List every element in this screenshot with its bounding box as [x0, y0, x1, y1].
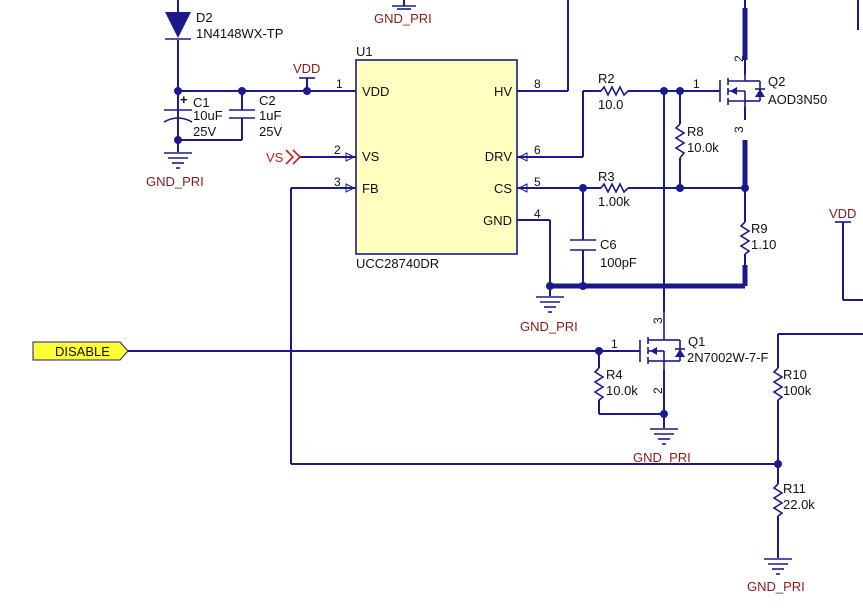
ic-u1-part: UCC28740DR — [356, 256, 439, 271]
mosfet-q2: Q2 AOD3N50 1 2 3 — [693, 55, 827, 133]
resistor-r4: R4 10.0k — [593, 367, 638, 401]
ic-u1-ref: U1 — [356, 44, 373, 59]
resistor-r3: R3 1.00k — [598, 169, 630, 209]
resistor-r8: R8 10.0k — [674, 123, 719, 159]
pin-num-drv: 6 — [534, 143, 541, 157]
q1-body-arrow — [650, 347, 657, 355]
ic-u1-body — [355, 59, 518, 255]
pin-arrow-fb — [345, 183, 356, 193]
vs-net-port: VS — [266, 149, 302, 165]
resistor-r10: R10 100k — [772, 367, 812, 401]
c6-ref: C6 — [600, 237, 617, 252]
pin-num-fb: 3 — [334, 175, 341, 189]
gnd-symbol-c1: GND_PRI — [146, 152, 204, 189]
resistor-r11: R11 22.0k — [772, 481, 815, 517]
capacitor-c1: + C1 10uF 25V — [163, 91, 223, 139]
vdd-label-left: VDD — [293, 61, 320, 76]
gnd-symbol-r11: GND_PRI — [747, 558, 805, 594]
pin-num-vs: 2 — [334, 143, 341, 157]
q2-ref: Q2 — [768, 74, 785, 89]
gnd-symbol-u1: GND_PRI — [520, 296, 578, 334]
gnd-symbol-top: GND_PRI — [374, 5, 432, 26]
c1-polarity: + — [180, 92, 188, 107]
q1-pin-gate: 1 — [611, 337, 618, 351]
q1-value: 2N7002W-7-F — [687, 350, 768, 365]
resistor-r2: R2 10.0 — [598, 71, 629, 112]
pin-name-hv: HV — [494, 84, 512, 99]
vs-port-arrow — [285, 149, 295, 165]
gnd-symbol-q1: GND_PRI — [633, 428, 691, 465]
vs-port-arrow-2 — [292, 149, 302, 165]
pin-name-gnd: GND — [483, 213, 512, 228]
junctions — [174, 87, 782, 468]
capacitor-c6: C6 100pF — [570, 237, 637, 270]
r2-value: 10.0 — [598, 97, 623, 112]
r4-ref: R4 — [606, 367, 623, 382]
r3-ref: R3 — [598, 169, 615, 184]
gnd-label-top: GND_PRI — [374, 11, 432, 26]
ic-u1: U1 UCC28740DR VDD VS FB HV DRV CS GND 1 … — [334, 44, 541, 271]
pin-arrow-drv — [517, 152, 528, 162]
q2-pin-source: 3 — [732, 126, 746, 133]
q2-value: AOD3N50 — [768, 92, 827, 107]
vdd-symbol-left: VDD — [293, 61, 320, 79]
c2-value: 1uF — [259, 108, 281, 123]
pin-name-vs: VS — [362, 149, 380, 164]
gnd-label-u1: GND_PRI — [520, 319, 578, 334]
vs-net-label: VS — [266, 150, 284, 165]
r10-value: 100k — [783, 383, 812, 398]
r4-value: 10.0k — [606, 383, 638, 398]
r11-ref: R11 — [783, 481, 806, 496]
pin-arrow-cs — [517, 183, 528, 193]
c1-ref: C1 — [193, 95, 210, 110]
r9-ref: R9 — [751, 221, 768, 236]
q2-pin-gate: 1 — [693, 77, 700, 91]
c6-value: 100pF — [600, 255, 637, 270]
pin-arrow-vs — [345, 152, 356, 162]
q1-pin-drain: 3 — [651, 317, 665, 324]
r11-value: 22.0k — [783, 497, 815, 512]
mosfet-q1: Q1 2N7002W-7-F 1 3 2 — [611, 312, 768, 394]
gnd-label-r11: GND_PRI — [747, 579, 805, 594]
r3-value: 1.00k — [598, 194, 630, 209]
c2-voltage: 25V — [259, 124, 282, 139]
pin-num-hv: 8 — [534, 77, 541, 91]
r8-ref: R8 — [687, 124, 704, 139]
pin-num-cs: 5 — [534, 175, 541, 189]
capacitor-c2: C2 1uF 25V — [229, 93, 282, 139]
disable-port-label: DISABLE — [55, 344, 110, 359]
c1-value: 10uF — [193, 108, 223, 123]
r2-ref: R2 — [598, 71, 615, 86]
diode-d2: D2 1N4148WX-TP — [165, 10, 283, 41]
diode-d2-body — [165, 12, 191, 38]
c2-ref: C2 — [259, 93, 276, 108]
disable-port-flag — [32, 341, 129, 361]
pin-name-fb: FB — [362, 181, 379, 196]
q2-pin-drain: 2 — [732, 55, 746, 62]
vdd-label-right: VDD — [829, 206, 856, 221]
pin-num-vdd: 1 — [336, 77, 343, 91]
q1-ref: Q1 — [688, 334, 705, 349]
d2-ref: D2 — [196, 10, 213, 25]
gnd-label-q1: GND_PRI — [633, 450, 691, 465]
r10-ref: R10 — [783, 367, 807, 382]
pin-name-drv: DRV — [485, 149, 513, 164]
q2-body-arrow — [730, 87, 737, 95]
vdd-symbol-right: VDD — [829, 206, 856, 223]
disable-port: DISABLE — [32, 341, 129, 361]
q2-body-diode — [755, 89, 765, 97]
q1-pin-source: 2 — [651, 387, 665, 394]
r9-value: 1.10 — [751, 237, 776, 252]
pin-num-gnd: 4 — [534, 207, 541, 221]
q1-body-diode — [675, 349, 685, 357]
c1-voltage: 25V — [193, 124, 216, 139]
pin-name-cs: CS — [494, 181, 512, 196]
r8-value: 10.0k — [687, 140, 719, 155]
gnd-label-c1: GND_PRI — [146, 174, 204, 189]
pin-name-vdd: VDD — [362, 84, 389, 99]
d2-value: 1N4148WX-TP — [196, 26, 283, 41]
resistor-r9: R9 1.10 — [739, 221, 776, 255]
